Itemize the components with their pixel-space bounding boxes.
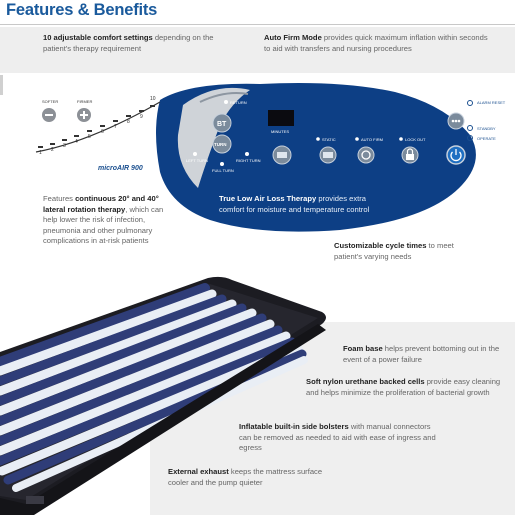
comfort-scale [38, 105, 155, 148]
feature-cycle-times: Customizable cycle times to meet patient… [334, 241, 484, 262]
standby-label: STANDBY [477, 126, 496, 131]
scale-7: 7 [114, 124, 117, 130]
panel-swoosh [177, 87, 250, 188]
auto-firm-button[interactable] [357, 146, 375, 164]
scale-1: 1 [39, 150, 42, 156]
control-panel-illustration: SOFTER FIRMER 1 2 3 4 5 6 7 8 9 10 micro… [35, 83, 506, 232]
feature-exhaust-title: External exhaust [168, 467, 229, 476]
feature-foam-base: Foam base helps prevent bottoming out in… [343, 344, 503, 365]
feature-low-air-loss-text: provides extra comfort for moisture and … [219, 194, 370, 214]
feature-comfort-text: depending on the patient's therapy requi… [43, 33, 214, 53]
scale-4: 4 [75, 139, 78, 145]
return-indicator-icon [224, 100, 228, 104]
brand-logo: microAIR 900 [98, 165, 143, 172]
full-turn-indicator-icon [220, 162, 224, 166]
scale-3: 3 [63, 143, 66, 149]
auto-firm-label: AUTO FIRM [361, 137, 383, 142]
feature-rotation: Features continuous 20° and 40° lateral … [43, 194, 178, 247]
edge-marker [0, 75, 3, 95]
operate-indicator-icon [467, 135, 473, 141]
mattress-illustration [0, 276, 515, 515]
feature-auto-firm-text: provides quick maximum inflation within … [264, 33, 488, 53]
feature-cycle-times-title: Customizable cycle times [334, 241, 427, 250]
scale-2: 2 [51, 147, 54, 153]
scale-5: 5 [88, 134, 91, 140]
auto-firm-indicator-icon [355, 137, 359, 141]
header-divider [0, 24, 515, 25]
feature-bolsters-text: with manual connectors can be removed as… [239, 422, 436, 452]
feature-exhaust: External exhaust keeps the mattress surf… [168, 467, 343, 488]
feature-nylon-cells: Soft nylon urethane backed cells provide… [306, 377, 501, 398]
scale-6: 6 [101, 129, 104, 135]
scale-8: 8 [127, 119, 130, 125]
feature-comfort: 10 adjustable comfort settings depending… [43, 33, 238, 54]
left-turn-indicator-icon [193, 152, 197, 156]
feature-exhaust-text: keeps the mattress surface cooler and th… [168, 467, 323, 487]
control-panel-body [156, 83, 476, 232]
alarm-reset-label: ALARM RESET [477, 100, 506, 105]
right-turn-indicator-icon [245, 152, 249, 156]
softer-label: SOFTER [42, 99, 58, 104]
minutes-display [268, 110, 294, 126]
feature-low-air-loss: True Low Air Loss Therapy provides extra… [219, 194, 384, 215]
feature-bolsters: Inflatable built-in side bolsters with m… [239, 422, 439, 454]
scale-10: 10 [150, 96, 156, 102]
right-turn-label: RIGHT TURN [236, 158, 261, 163]
alarm-indicator-icon [467, 100, 473, 106]
exhaust-port [26, 496, 44, 504]
full-turn-label: FULL TURN [212, 168, 234, 173]
feature-rotation-prefix: Features [43, 194, 76, 203]
feature-comfort-title: 10 adjustable comfort settings [43, 33, 153, 42]
feature-bolsters-title: Inflatable built-in side bolsters [239, 422, 349, 431]
turn-button[interactable] [212, 134, 232, 154]
turn-label: TURN [214, 142, 227, 147]
feature-foam-base-title: Foam base [343, 344, 383, 353]
feature-low-air-loss-title: True Low Air Loss Therapy [219, 194, 317, 203]
scale-9: 9 [140, 114, 143, 120]
return-label: RETURN [230, 100, 247, 105]
feature-cycle-times-text: to meet patient's varying needs [334, 241, 454, 261]
static-label: STATIC [322, 137, 336, 142]
feature-rotation-title: continuous 20° and 40° lateral rotation … [43, 194, 159, 214]
top-features-band [0, 27, 515, 73]
firmer-label: FIRMER [77, 99, 92, 104]
bt-label: BT [217, 121, 227, 128]
left-turn-label: LEFT TURN [186, 158, 208, 163]
bt-button[interactable] [212, 113, 232, 133]
feature-rotation-text: , which can help lower the risk of infec… [43, 204, 164, 246]
static-indicator-icon [316, 137, 320, 141]
feature-auto-firm: Auto Firm Mode provides quick maximum in… [264, 33, 489, 54]
feature-auto-firm-title: Auto Firm Mode [264, 33, 322, 42]
feature-foam-base-text: helps prevent bottoming out in the event… [343, 344, 500, 364]
standby-indicator-icon [467, 125, 473, 131]
feature-nylon-cells-title: Soft nylon urethane backed cells [306, 377, 425, 386]
lock-out-label: LOCK OUT [405, 137, 426, 142]
operate-label: OPERATE [477, 136, 496, 141]
feature-nylon-cells-text: provide easy cleaning and helps minimize… [306, 377, 501, 397]
page-header: Features & Benefits [0, 0, 515, 24]
minutes-label: MINUTES [271, 129, 289, 134]
lock-out-indicator-icon [399, 137, 403, 141]
page-title: Features & Benefits [6, 1, 158, 19]
comfort-scale-curve [35, 101, 161, 153]
